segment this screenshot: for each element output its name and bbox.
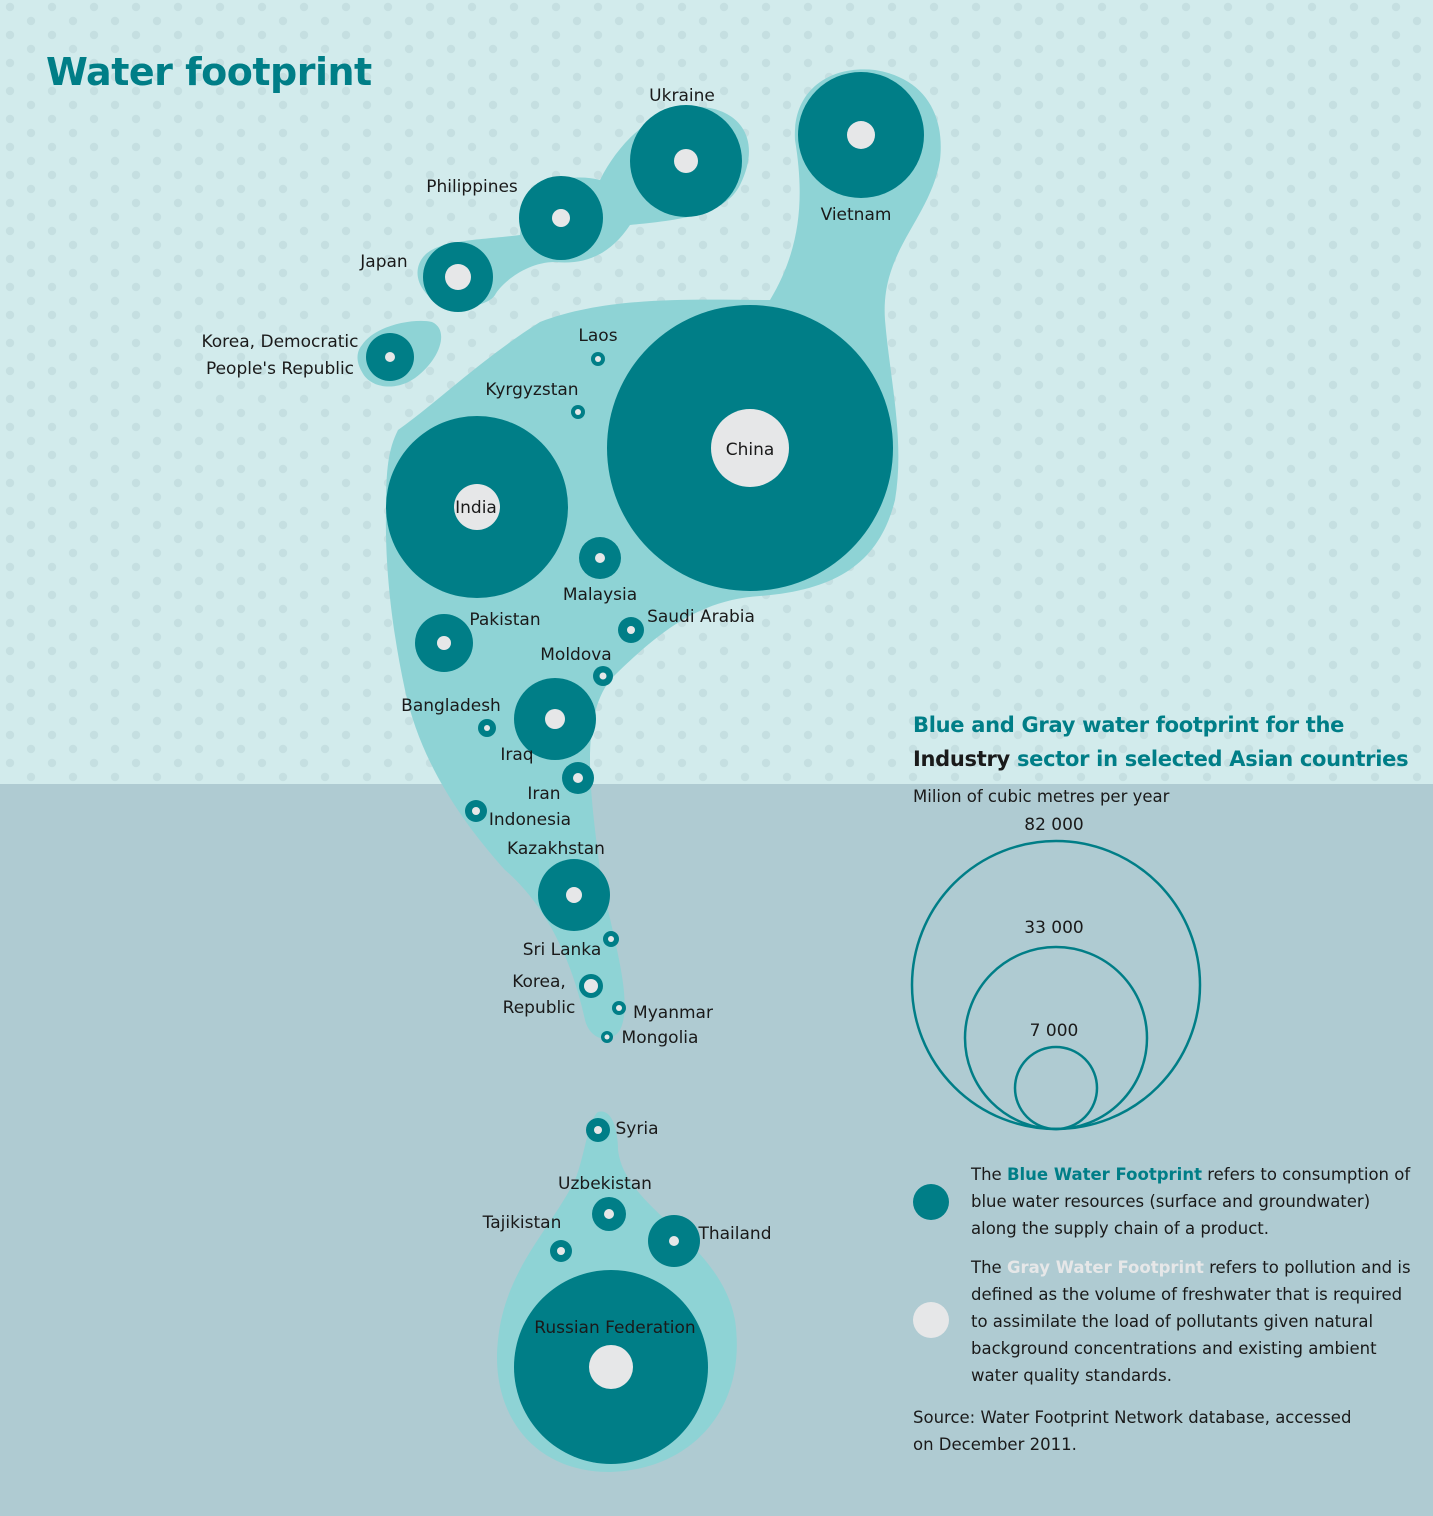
blue-note-term: Blue Water Footprint <box>1006 1165 1202 1184</box>
legend-circle-7000 <box>1013 1045 1099 1131</box>
country-label-india: India <box>455 498 497 518</box>
gray-bubble-india <box>454 484 500 530</box>
country-label-moldova: Moldova <box>540 645 611 665</box>
country-label-philippines: Philippines <box>426 177 518 197</box>
legend-title-line2: Industry sector in selected Asian countr… <box>913 747 1409 771</box>
gray-bubble-tajikistan <box>557 1247 565 1255</box>
gray-bubble-philippines <box>552 209 570 227</box>
gray-bubble-japan <box>445 264 471 290</box>
blue-note-prefix: The <box>971 1165 1007 1184</box>
legend-label-7000: 7 000 <box>1030 1021 1079 1041</box>
blue-footprint-note: The Blue Water Footprint refers to consu… <box>971 1161 1411 1242</box>
gray-bubble-china <box>711 409 789 487</box>
gray-bubble-uzbekistan <box>604 1209 614 1219</box>
blue-footprint-swatch <box>913 1184 949 1220</box>
size-legend: 82 000 33 000 7 000 <box>910 815 1202 1338</box>
legend-title-industry: Industry <box>913 747 1010 771</box>
country-label-laos: Laos <box>578 326 617 346</box>
gray-bubble-bangladesh <box>484 725 490 731</box>
country-label-bangladesh: Bangladesh <box>401 696 501 716</box>
gray-bubble-vietnam <box>847 121 875 149</box>
gray-bubble-laos <box>595 356 601 362</box>
source-line2: on December 2011. <box>913 1435 1077 1454</box>
country-label-korea-democratic-people-s-republic-line2: People's Republic <box>206 359 354 379</box>
legend-unit: Milion of cubic metres per year <box>913 787 1170 806</box>
country-label-japan: Japan <box>359 252 407 272</box>
gray-bubble-korea-democratic-people-s-republic <box>385 352 395 362</box>
blue-note-rest: refers to consumption of blue water reso… <box>971 1165 1411 1238</box>
gray-bubble-pakistan <box>437 636 451 650</box>
country-label-thailand: Thailand <box>697 1224 771 1244</box>
country-label-ukraine: Ukraine <box>649 86 715 106</box>
country-label-korea-republic-line2: Republic <box>503 998 576 1018</box>
gray-note-rest: refers to pollution and is defined as th… <box>971 1258 1411 1385</box>
country-label-indonesia: Indonesia <box>489 810 571 830</box>
gray-bubble-syria <box>594 1126 602 1134</box>
legend-title-rest: sector in selected Asian countries <box>1009 747 1409 771</box>
gray-note-prefix: The <box>971 1258 1007 1277</box>
country-label-uzbekistan: Uzbekistan <box>558 1174 652 1194</box>
gray-bubble-russian-federation <box>589 1345 633 1389</box>
country-label-russian-federation: Russian Federation <box>534 1318 695 1338</box>
gray-bubble-sri-lanka <box>608 936 614 942</box>
gray-bubble-kyrgyzstan <box>575 409 581 415</box>
gray-footprint-swatch <box>913 1302 949 1338</box>
gray-bubble-kazakhstan <box>566 887 582 903</box>
legend-label-33000: 33 000 <box>1024 918 1083 938</box>
gray-bubble-korea-republic <box>584 979 598 993</box>
country-label-iran: Iran <box>527 784 560 804</box>
country-label-tajikistan: Tajikistan <box>482 1213 562 1233</box>
gray-bubble-indonesia <box>472 807 480 815</box>
legend-title-line1: Blue and Gray water footprint for the <box>913 713 1345 737</box>
country-label-malaysia: Malaysia <box>563 585 637 605</box>
gray-footprint-note: The Gray Water Footprint refers to pollu… <box>971 1254 1411 1389</box>
gray-bubble-moldova <box>599 672 607 680</box>
country-label-syria: Syria <box>616 1119 659 1139</box>
country-label-china: China <box>726 440 775 460</box>
gray-bubble-iraq <box>545 709 565 729</box>
gray-bubble-mongolia <box>604 1034 610 1040</box>
country-label-kazakhstan: Kazakhstan <box>507 839 605 859</box>
country-label-mongolia: Mongolia <box>622 1028 699 1048</box>
country-label-myanmar: Myanmar <box>633 1003 713 1023</box>
gray-bubble-saudi-arabia <box>627 626 635 634</box>
country-label-korea-democratic-people-s-republic-line1: Korea, Democratic <box>201 332 358 352</box>
gray-bubble-ukraine <box>674 149 698 173</box>
page-title: Water footprint <box>46 50 372 94</box>
country-label-saudi-arabia: Saudi Arabia <box>647 607 755 627</box>
country-label-iraq: Iraq <box>500 745 533 765</box>
legend-circle-82000 <box>910 839 1202 1131</box>
source-line1: Source: Water Footprint Network database… <box>913 1408 1352 1427</box>
gray-bubble-myanmar <box>616 1005 622 1011</box>
country-label-vietnam: Vietnam <box>821 205 892 225</box>
legend-label-82000: 82 000 <box>1024 815 1083 835</box>
gray-bubble-malaysia <box>595 553 605 563</box>
country-label-sri-lanka: Sri Lanka <box>523 940 602 960</box>
gray-note-term: Gray Water Footprint <box>1006 1258 1204 1277</box>
country-label-pakistan: Pakistan <box>469 610 540 630</box>
gray-bubble-iran <box>573 773 583 783</box>
gray-bubble-thailand <box>669 1236 679 1246</box>
country-label-kyrgyzstan: Kyrgyzstan <box>485 380 578 400</box>
country-label-korea-republic-line1: Korea, <box>512 972 566 992</box>
